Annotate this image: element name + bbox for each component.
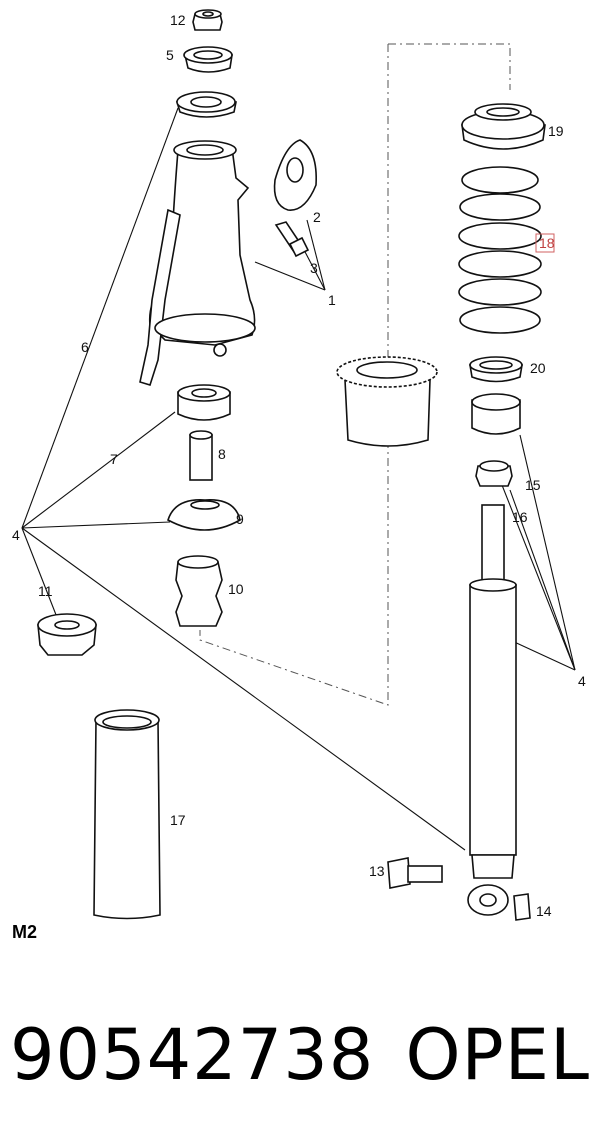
part-11-bushing bbox=[37, 613, 97, 656]
leader-lines bbox=[21, 107, 576, 851]
callout-17: 17 bbox=[170, 812, 186, 828]
part-12-nut bbox=[192, 9, 223, 31]
callout-20: 20 bbox=[530, 360, 546, 376]
callout-6: 6 bbox=[81, 339, 89, 355]
callout-11: 11 bbox=[38, 583, 53, 599]
assembly-dash-line-top bbox=[387, 43, 511, 360]
part-20-ring bbox=[469, 356, 523, 383]
callout-3: 3 bbox=[310, 260, 318, 276]
part-19-spring-seat bbox=[461, 103, 546, 150]
callout-18: 18 bbox=[539, 235, 555, 251]
callout-7: 7 bbox=[110, 451, 118, 467]
part-2-dome bbox=[273, 139, 317, 211]
part-7-mount bbox=[177, 384, 231, 421]
part-16-nut bbox=[475, 460, 513, 487]
callout-8: 8 bbox=[218, 446, 226, 462]
part-6-mount-plate bbox=[175, 91, 237, 118]
callout-13: 13 bbox=[369, 863, 385, 879]
callout-2: 2 bbox=[313, 209, 321, 225]
callout-4-left: 4 bbox=[12, 527, 20, 543]
part-dust-boot bbox=[336, 356, 438, 447]
callout-12: 12 bbox=[170, 12, 186, 28]
part-number: 90542738 bbox=[10, 1014, 375, 1096]
part-14-washer bbox=[513, 893, 531, 921]
part-9-mount bbox=[167, 499, 241, 531]
callout-14: 14 bbox=[536, 903, 552, 919]
part-3-bolt bbox=[274, 221, 310, 258]
callout-1: 1 bbox=[328, 292, 336, 308]
part-18-coil-spring bbox=[458, 166, 555, 334]
part-1-strut-housing bbox=[139, 140, 256, 386]
callout-15: 15 bbox=[525, 477, 541, 493]
diagram-reference-code: M2 bbox=[12, 922, 38, 942]
part-4-shock-absorber bbox=[467, 504, 517, 916]
part-5-bearing bbox=[183, 46, 233, 73]
part-15-bump-cap bbox=[471, 393, 521, 435]
callout-9: 9 bbox=[236, 511, 244, 527]
callout-19: 19 bbox=[548, 123, 564, 139]
part-17-protective-tube bbox=[93, 709, 161, 920]
assembly-dash-line-bottom bbox=[199, 440, 389, 706]
part-13-bolt bbox=[387, 857, 443, 889]
part-8-bushing bbox=[189, 430, 213, 481]
part-10-bump-stop bbox=[175, 555, 223, 627]
callout-10: 10 bbox=[228, 581, 244, 597]
callout-5: 5 bbox=[166, 47, 174, 63]
part-number-footer: 90542738 OPEL bbox=[10, 1000, 590, 1110]
callout-16: 16 bbox=[512, 509, 528, 525]
brand-name: OPEL bbox=[405, 1014, 590, 1096]
callout-4-right: 4 bbox=[578, 673, 586, 689]
